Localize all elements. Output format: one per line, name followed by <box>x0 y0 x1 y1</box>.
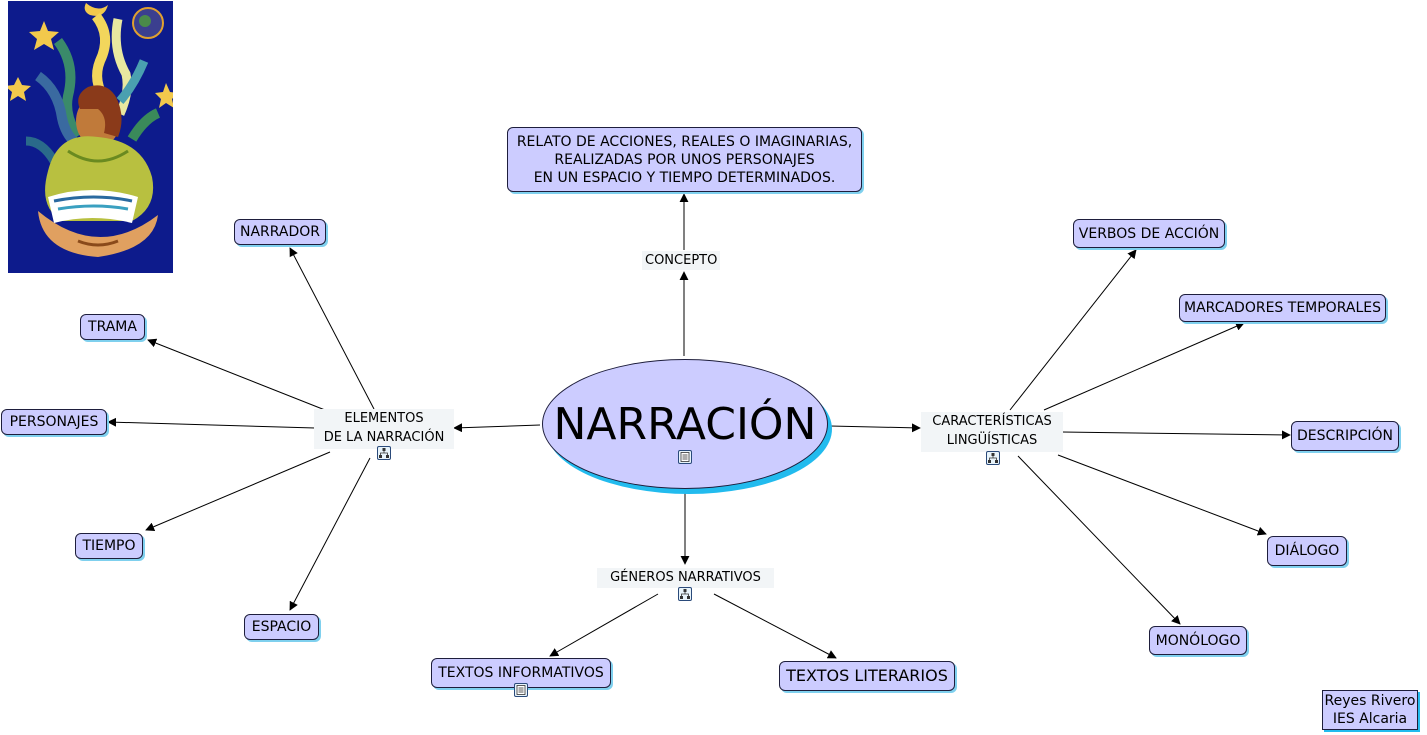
document-icon[interactable] <box>514 683 528 697</box>
link-concepto: CONCEPTO <box>642 251 721 270</box>
arrow-elements-to-espacio <box>289 457 371 611</box>
document-icon[interactable] <box>678 450 692 464</box>
node-marcadores-temporales[interactable]: MARCADORES TEMPORALES <box>1179 294 1386 322</box>
link-caracteristicas: CARACTERÍSTICAS LINGÜÍSTICAS <box>921 412 1063 452</box>
arrow-elements-to-tiempo <box>145 451 331 531</box>
node-personajes[interactable]: PERSONAJES <box>1 409 107 435</box>
arrow-features-to-dialogo <box>1057 454 1267 536</box>
node-tiempo[interactable]: TIEMPO <box>75 533 143 559</box>
credit-school: IES Alcaria <box>1332 711 1408 727</box>
arrow-elements-to-trama <box>147 338 326 411</box>
node-dialogo[interactable]: DIÁLOGO <box>1267 536 1347 566</box>
arrow-genres-to-literarios <box>713 593 837 659</box>
author-credit: Reyes Rivero IES Alcaria <box>1322 690 1418 730</box>
node-descripcion[interactable]: DESCRIPCIÓN <box>1291 421 1399 451</box>
main-node-label: NARRACIÓN <box>553 398 817 450</box>
credit-author: Reyes Rivero <box>1324 693 1416 709</box>
arrow-features-to-marcadores <box>1043 322 1245 411</box>
link-elementos: ELEMENTOS DE LA NARRACIÓN <box>314 409 454 449</box>
concept-map-icon[interactable] <box>377 446 391 460</box>
node-espacio[interactable]: ESPACIO <box>244 614 319 640</box>
link-generos: GÉNEROS NARRATIVOS <box>597 568 774 588</box>
concept-map-icon[interactable] <box>986 451 1000 465</box>
node-textos-literarios[interactable]: TEXTOS LITERARIOS <box>779 661 955 691</box>
node-narrador[interactable]: NARRADOR <box>234 219 326 245</box>
definition-line-1: RELATO DE ACCIONES, REALES O IMAGINARIAS… <box>516 133 853 150</box>
arrow-features-to-verbos <box>1009 249 1137 411</box>
arrow-genres-to-informativos <box>549 593 659 657</box>
definition-node[interactable]: RELATO DE ACCIONES, REALES O IMAGINARIAS… <box>507 127 862 192</box>
main-node-narracion[interactable]: NARRACIÓN <box>542 359 828 489</box>
concept-map-icon[interactable] <box>678 587 692 601</box>
definition-line-2: REALIZADAS POR UNOS PERSONAJES <box>554 151 815 168</box>
node-monologo[interactable]: MONÓLOGO <box>1149 626 1247 655</box>
arrow-features-to-descripcion <box>1061 430 1291 440</box>
node-trama[interactable]: TRAMA <box>80 314 145 340</box>
arrow-elements-to-narrador <box>289 247 375 410</box>
node-verbos-de-accion[interactable]: VERBOS DE ACCIÓN <box>1073 219 1225 248</box>
arrow-main-to-features <box>829 423 921 433</box>
arrow-main-to-elements <box>453 423 541 433</box>
arrow-elements-to-personajes <box>107 417 316 429</box>
definition-line-3: EN UN ESPACIO Y TIEMPO DETERMINADOS. <box>533 169 836 186</box>
arrow-features-to-monologo <box>1017 455 1181 625</box>
storyteller-picture <box>8 1 173 273</box>
